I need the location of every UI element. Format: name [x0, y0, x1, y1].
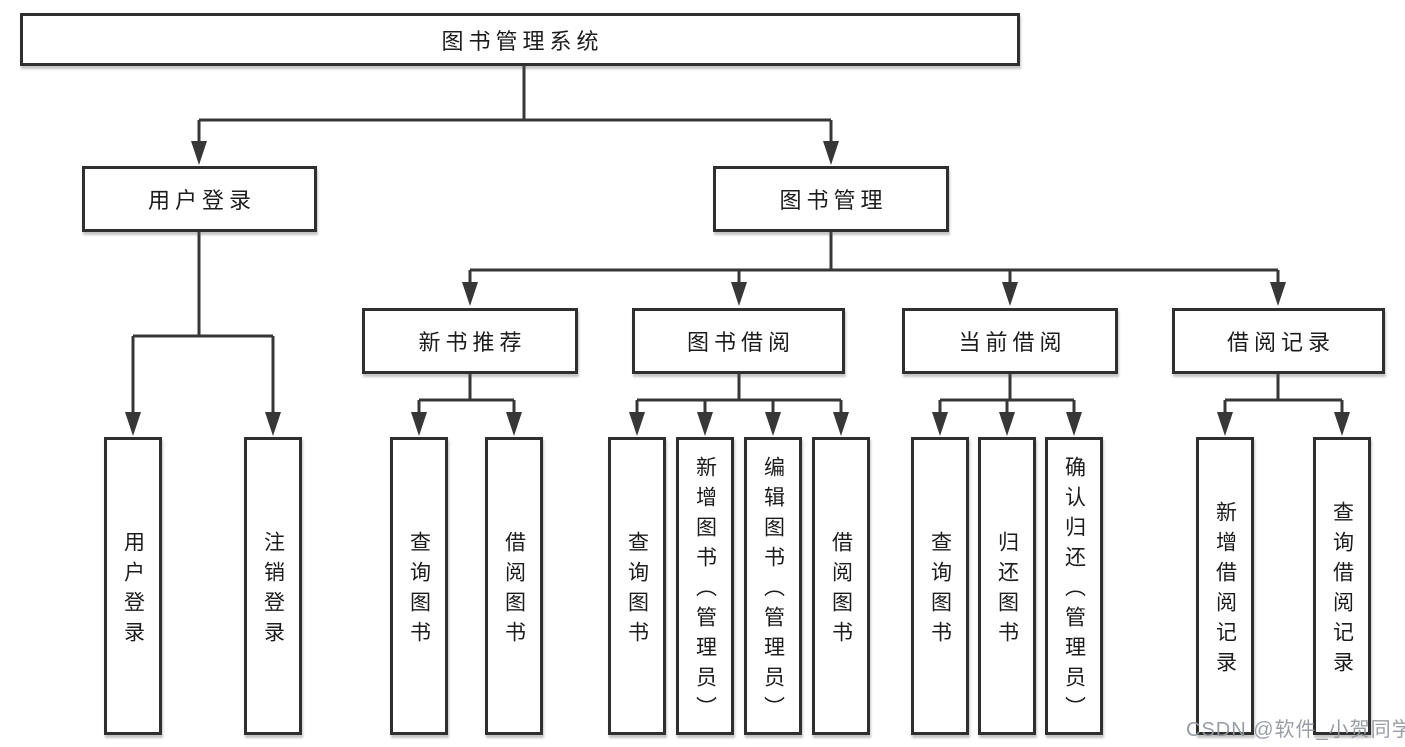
- leaf-confirm-return-admin: 确认归还（管理员）: [1045, 437, 1103, 735]
- node-borrowing-records: 借阅记录: [1172, 308, 1385, 374]
- leaf-add-borrow-record-label: 新增借阅记录: [1213, 500, 1237, 681]
- leaf-query-books-borrow: 查询图书: [608, 437, 666, 735]
- leaf-return-books-label: 归还图书: [995, 530, 1019, 651]
- leaf-add-books-admin-label: 新增图书（管理员）: [693, 455, 717, 726]
- leaf-query-books-current-label: 查询图书: [928, 530, 952, 651]
- leaf-return-books: 归还图书: [978, 437, 1036, 735]
- leaf-add-books-admin: 新增图书（管理员）: [676, 437, 734, 735]
- leaf-query-borrow-record: 查询借阅记录: [1313, 437, 1371, 735]
- node-current-borrowing-label: 当前借阅: [958, 330, 1067, 355]
- leaf-query-borrow-record-label: 查询借阅记录: [1330, 500, 1354, 681]
- node-root-label: 图书管理系统: [441, 28, 604, 54]
- leaf-edit-books-admin: 编辑图书（管理员）: [744, 437, 802, 735]
- node-current-borrowing: 当前借阅: [902, 308, 1118, 374]
- leaf-edit-books-admin-label: 编辑图书（管理员）: [761, 455, 785, 726]
- leaf-query-books-recommend: 查询图书: [390, 437, 448, 735]
- leaf-borrow-books-recommend: 借阅图书: [485, 437, 543, 735]
- node-user-login-label: 用户登录: [147, 188, 256, 213]
- leaf-query-books-recommend-label: 查询图书: [407, 530, 431, 651]
- node-root: 图书管理系统: [20, 13, 1020, 66]
- leaf-confirm-return-admin-label: 确认归还（管理员）: [1062, 455, 1086, 726]
- node-borrowing-records-label: 借阅记录: [1226, 330, 1335, 355]
- node-new-book-recommendation: 新书推荐: [362, 308, 578, 374]
- leaf-query-books-borrow-label: 查询图书: [625, 530, 649, 651]
- node-book-borrowing: 图书借阅: [632, 308, 845, 374]
- node-book-management-label: 图书管理: [779, 188, 888, 213]
- node-book-borrowing-label: 图书借阅: [686, 330, 795, 355]
- leaf-borrow-books-label: 借阅图书: [829, 530, 853, 651]
- leaf-query-books-current: 查询图书: [911, 437, 969, 735]
- leaf-borrow-books-recommend-label: 借阅图书: [502, 530, 526, 651]
- node-book-management: 图书管理: [713, 166, 949, 232]
- leaf-user-login: 用户登录: [104, 437, 162, 735]
- node-new-book-recommendation-label: 新书推荐: [418, 330, 527, 355]
- node-user-login: 用户登录: [82, 166, 317, 232]
- leaf-logout-label: 注销登录: [261, 530, 285, 651]
- connector-arrowheads: [125, 141, 1350, 436]
- leaf-borrow-books: 借阅图书: [812, 437, 870, 735]
- leaf-logout: 注销登录: [244, 437, 302, 735]
- leaf-user-login-label: 用户登录: [121, 530, 145, 651]
- connector-shafts: [131, 66, 1344, 414]
- leaf-add-borrow-record: 新增借阅记录: [1196, 437, 1254, 735]
